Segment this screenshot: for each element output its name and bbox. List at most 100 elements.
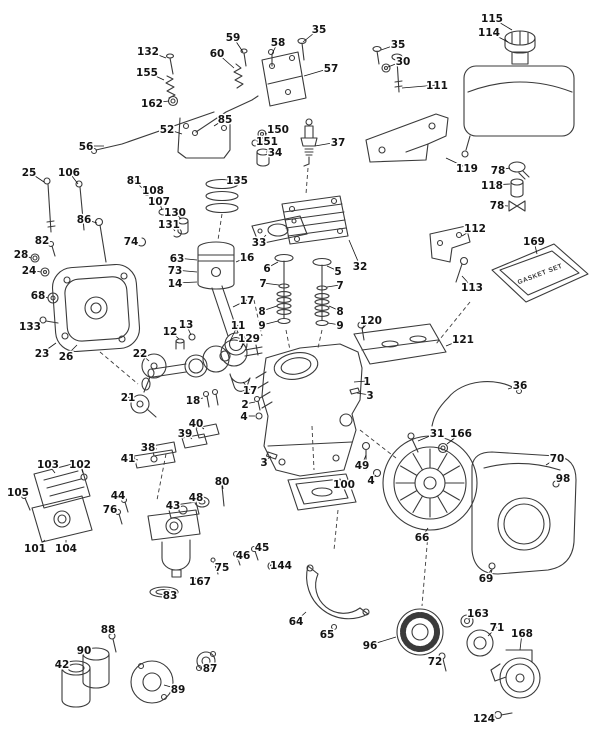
leader-line-57	[303, 67, 332, 77]
leader-line-70	[545, 457, 558, 466]
leader-line-9	[261, 320, 279, 326]
part-callout-70: 70	[550, 453, 565, 465]
part-callout-36: 36	[513, 380, 528, 392]
bracket-bolt	[455, 256, 469, 283]
leader-line-65	[326, 627, 334, 635]
part-callout-22: 22	[133, 348, 148, 360]
leader-line-48	[195, 496, 201, 502]
leader-line-13	[185, 323, 192, 336]
leader-line-7	[326, 284, 341, 288]
leader-line-45	[255, 546, 263, 551]
leader-line-46	[237, 554, 244, 557]
part-callout-6: 6	[263, 263, 270, 275]
leader-line-73	[174, 269, 198, 273]
part-callout-23: 23	[35, 348, 50, 360]
part-callout-59: 59	[226, 32, 241, 44]
leader-line-167	[191, 575, 201, 582]
starter-bracket	[306, 564, 370, 631]
part-callout-64: 64	[289, 616, 304, 628]
part-callout-72: 72	[428, 656, 443, 668]
leader-line-114	[488, 31, 509, 43]
part-callout-44: 44	[111, 490, 126, 502]
part-callout-63: 63	[170, 253, 185, 265]
leader-line-43	[172, 504, 181, 510]
part-callout-32: 32	[353, 261, 368, 273]
leader-line-35	[380, 43, 399, 51]
block-keys-screws	[253, 387, 361, 460]
part-callout-8: 8	[258, 306, 265, 318]
leader-line-71	[487, 626, 498, 637]
fuel-fittings	[508, 161, 530, 212]
part-callout-14: 14	[168, 278, 183, 290]
leader-line-80	[221, 480, 224, 490]
part-callout-163: 163	[467, 608, 489, 620]
part-callout-33: 33	[252, 237, 267, 249]
leader-line-86	[83, 218, 98, 224]
leader-line-150	[264, 128, 279, 135]
part-callout-113: 113	[461, 282, 483, 294]
leader-line-8	[261, 305, 278, 312]
part-callout-85: 85	[218, 114, 233, 126]
leader-line-3	[356, 392, 371, 396]
head-gasket	[251, 215, 308, 245]
part-callout-87: 87	[203, 663, 218, 675]
leader-line-9	[327, 322, 341, 326]
governor-bracket	[429, 225, 471, 263]
leader-line-63	[176, 257, 198, 261]
part-callout-86: 86	[77, 214, 92, 226]
part-callout-39: 39	[178, 428, 193, 440]
leader-line-155	[146, 71, 165, 81]
part-callout-124: 124	[473, 713, 495, 725]
leader-line-162	[151, 100, 170, 104]
part-callout-76: 76	[103, 504, 118, 516]
part-callout-48: 48	[189, 492, 204, 504]
leader-line-119	[445, 157, 468, 169]
leader-line-37	[314, 141, 339, 147]
part-callout-12: 12	[163, 326, 178, 338]
leader-line-33	[258, 234, 267, 243]
part-callout-169: 169	[523, 236, 545, 248]
part-callout-5: 5	[334, 266, 341, 278]
part-callout-103: 103	[37, 459, 59, 471]
part-callout-132: 132	[137, 46, 159, 58]
part-callout-34: 34	[268, 147, 283, 159]
part-callout-65: 65	[320, 629, 335, 641]
gasket-set-envelope: GASKET SET	[491, 243, 589, 303]
leader-line-101	[34, 539, 46, 549]
part-callout-49: 49	[355, 460, 370, 472]
starter-rotor	[396, 608, 444, 656]
part-callout-155: 155	[136, 67, 158, 79]
part-callout-135: 135	[226, 175, 248, 187]
part-callout-81: 81	[127, 175, 142, 187]
leader-line-49	[361, 454, 367, 466]
leader-line-38	[147, 446, 158, 450]
callout-leader-lines	[17, 17, 564, 719]
blower-housing	[471, 451, 577, 575]
leader-line-133	[29, 320, 42, 327]
leader-line-68	[37, 294, 49, 299]
leader-line-17	[232, 299, 248, 308]
leader-line-14	[174, 281, 198, 284]
head-bolts-long	[43, 177, 107, 263]
part-callout-56: 56	[79, 141, 94, 153]
part-callout-104: 104	[55, 543, 77, 555]
part-callout-83: 83	[163, 590, 178, 602]
leader-line-121	[445, 338, 464, 347]
part-callout-133: 133	[19, 321, 41, 333]
part-callout-42: 42	[55, 659, 70, 671]
leader-line-169	[533, 240, 538, 255]
leader-line-111	[401, 84, 438, 89]
leader-line-85	[213, 118, 226, 127]
piston-pin-parts	[137, 187, 189, 247]
speed-control-bracket	[177, 117, 231, 159]
governor-link-rods	[90, 95, 259, 155]
part-callout-60: 60	[210, 48, 225, 60]
leader-line-89	[163, 684, 179, 690]
housing-screws	[488, 480, 560, 579]
part-callout-168: 168	[511, 628, 533, 640]
tank-mount-bracket	[365, 113, 449, 163]
leader-line-72	[434, 657, 441, 662]
leader-line-102	[79, 463, 84, 474]
leader-line-21	[127, 396, 137, 403]
